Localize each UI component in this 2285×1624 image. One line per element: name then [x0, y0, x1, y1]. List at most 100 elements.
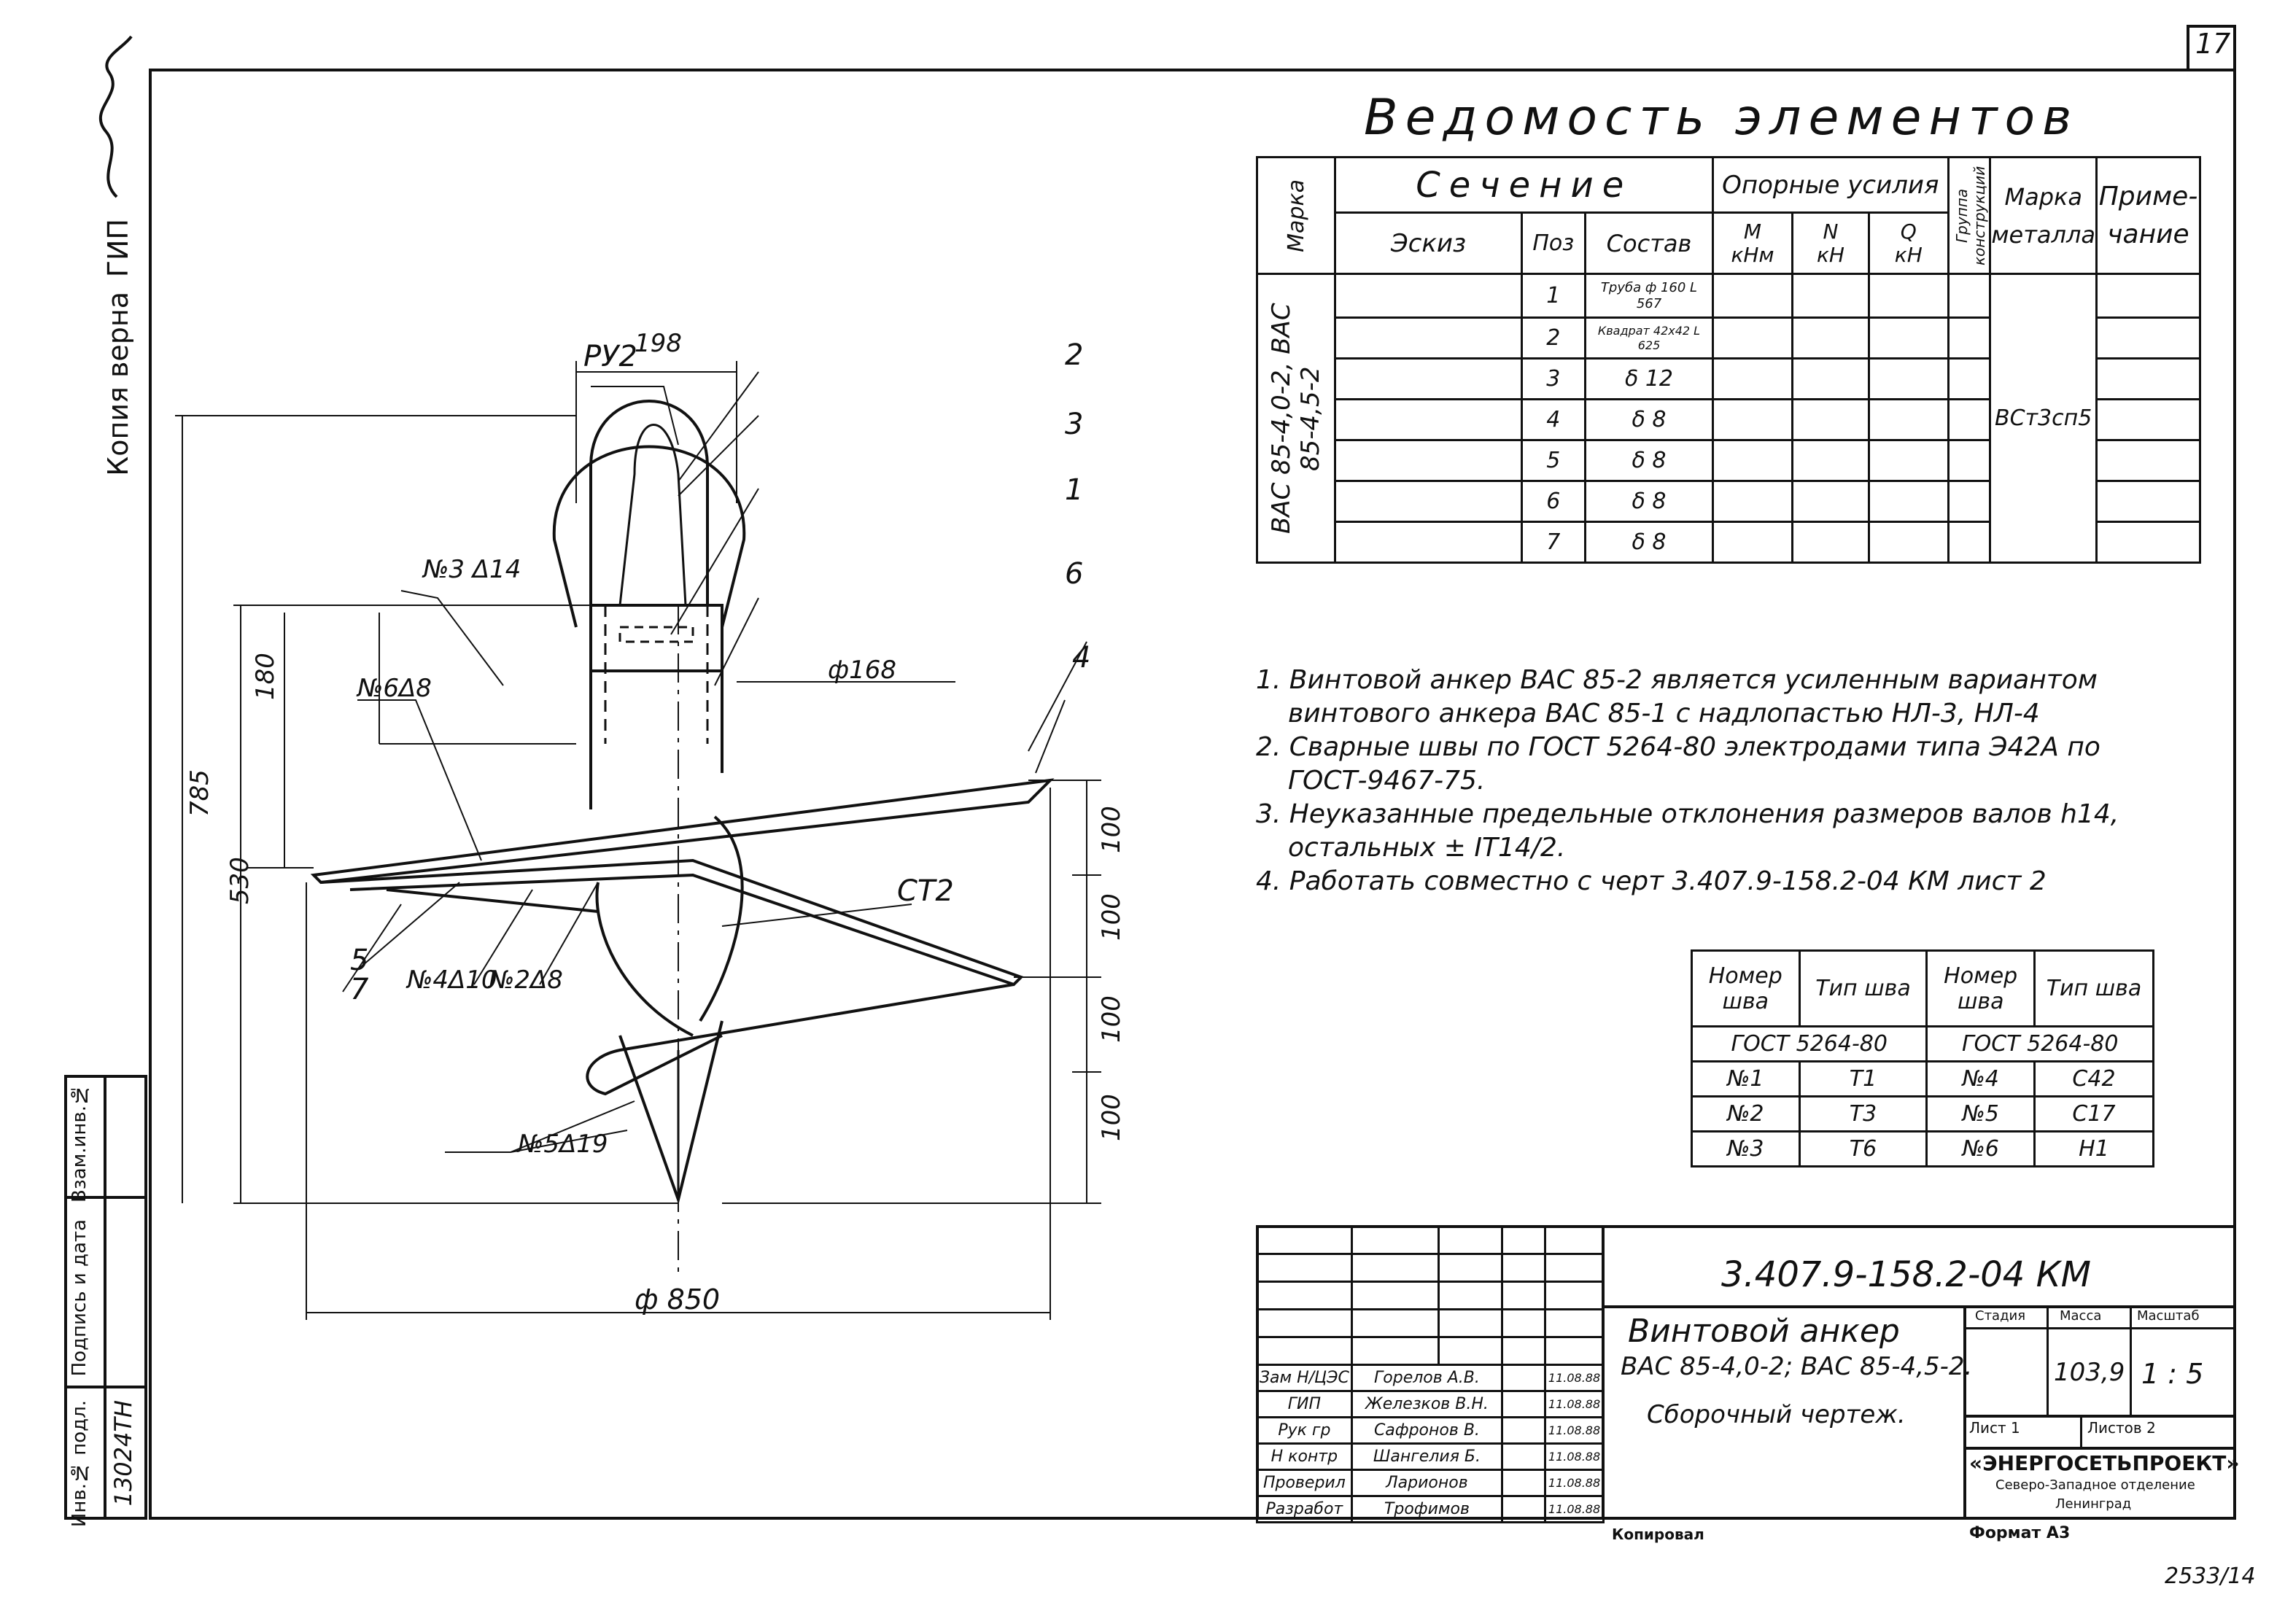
title-name-1: Винтовой анкер: [1628, 1313, 1900, 1350]
row-pos: 4: [1520, 398, 1587, 441]
sheets-label: Листов 2: [2087, 1419, 2156, 1437]
mass-header: Масса: [2060, 1308, 2102, 1324]
dim-d168: ф168: [828, 656, 896, 685]
dim-530: 530: [225, 857, 255, 904]
row-composition: δ 8: [1584, 521, 1714, 564]
col-m-unit: кНм: [1731, 242, 1774, 267]
label-st2: СТ2: [897, 874, 954, 908]
col-sketch: Эскиз: [1334, 211, 1523, 275]
col-q-unit: кН: [1894, 242, 1923, 267]
svg-text:100: 100: [1097, 806, 1126, 853]
svg-text:4: 4: [1072, 641, 1090, 675]
scale-header: Масштаб: [2137, 1308, 2200, 1324]
weld-2-label: №2Δ8: [487, 966, 563, 995]
marka-value: ВАС 85-4,0-2, ВАС 85-4,5-2: [1267, 303, 1326, 534]
col-q: Q: [1900, 219, 1917, 244]
elements-table-title: Ведомость элементов: [1364, 89, 2079, 147]
note-line: остальных ± IT14/2.: [1288, 833, 1566, 863]
designation: 3.407.9-158.2-04 КМ: [1721, 1254, 2092, 1295]
col-n: N: [1823, 219, 1839, 244]
row-pos: 1: [1520, 273, 1587, 319]
row-composition: δ 8: [1584, 439, 1714, 482]
sheet-number: 17: [2195, 28, 2231, 60]
weld-col-type: Тип шва: [1798, 949, 1928, 1027]
stage-header: Стадия: [1975, 1308, 2026, 1324]
group-forces: Опорные усилия: [1711, 156, 1950, 214]
note-line: 3. Неуказанные предельные отклонения раз…: [1256, 799, 2119, 829]
dim-d850: ф 850: [635, 1283, 720, 1316]
col-marka: Марка: [1283, 179, 1309, 252]
row-composition: δ 8: [1584, 480, 1714, 523]
row-pos: 6: [1520, 480, 1587, 523]
group-section: Сечение: [1334, 156, 1714, 214]
note-line: 1. Винтовой анкер ВАС 85-2 является усил…: [1256, 665, 2098, 695]
copy-label: Копия верна: [102, 292, 134, 476]
gip-label: ГИП: [102, 219, 134, 278]
note-line: винтового анкера ВАС 85-1 с надлопастью …: [1288, 699, 2040, 729]
title-name-3: Сборочный чертеж.: [1647, 1400, 1906, 1429]
notes: 1. Винтовой анкер ВАС 85-2 является усил…: [1256, 664, 2204, 898]
col-group: Группа конструкций: [1953, 166, 1989, 265]
col-composition: Состав: [1584, 211, 1714, 275]
sheet-number-box: [2187, 25, 2236, 71]
weld-6-label: №6Δ8: [356, 674, 432, 703]
weld-4-label: №4Δ10: [406, 966, 497, 995]
weld-5-label: №5Δ19: [516, 1130, 608, 1159]
copied-label: Копировал: [1612, 1526, 1704, 1543]
steel-value: ВСт3сп5: [1989, 273, 2098, 564]
col-note: Приме-чание: [2095, 156, 2201, 275]
weld-table: Номер шва Тип шва Номер шва Тип шва ГОСТ…: [1690, 949, 2155, 1168]
note-line: 2. Сварные швы по ГОСТ 5264-80 электрода…: [1256, 732, 2100, 762]
sheet-label: Лист 1: [1969, 1419, 2020, 1437]
weld-standard: ГОСТ 5264-80: [1925, 1025, 2154, 1062]
mass-value: 103,9: [2054, 1358, 2125, 1387]
elements-table: Марка Сечение Опорные усилия Группа конс…: [1255, 156, 2201, 564]
svg-text:1: 1: [1065, 473, 1083, 507]
svg-text:3: 3: [1065, 408, 1083, 441]
dim-198: 198: [635, 329, 682, 358]
row-composition: Труба ф 160 L 567: [1584, 273, 1714, 319]
row-composition: δ 12: [1584, 357, 1714, 400]
svg-text:5: 5: [350, 944, 368, 977]
row-pos: 7: [1520, 521, 1587, 564]
svg-text:100: 100: [1097, 995, 1126, 1043]
row-composition: Квадрат 42x42 L 625: [1584, 316, 1714, 360]
stamp-header-2: Подпись и дата: [69, 1219, 90, 1377]
svg-text:100: 100: [1097, 893, 1126, 941]
signature: [99, 35, 133, 198]
row-pos: 3: [1520, 357, 1587, 400]
inventory-number: 13024TH: [109, 1400, 137, 1507]
svg-text:7: 7: [350, 973, 369, 1006]
stamp-header-1: Взам.инв.№: [69, 1084, 90, 1203]
anchor-drawing: 198 РУ2 2 3 1 6 4 5 7 №3 Δ14 №6Δ8 №4Δ10 …: [175, 329, 1126, 1320]
branch: Северо-Западное отделение: [1995, 1477, 2195, 1493]
stamp-header-3: Инв.№ подл.: [69, 1400, 90, 1528]
dim-180: 180: [251, 653, 280, 700]
title-name-2: ВАС 85-4,0-2; ВАС 85-4,5-2.: [1621, 1352, 1973, 1381]
svg-text:2: 2: [1065, 338, 1083, 372]
weld-col-num: Номер шва: [1925, 949, 2036, 1027]
col-steel: Марка металла: [1989, 156, 2098, 275]
row-composition: δ 8: [1584, 398, 1714, 441]
dim-785: 785: [185, 769, 214, 817]
company: «ЭНЕРГОСЕТЬПРОЕКТ»: [1969, 1451, 2240, 1475]
label-ru2: РУ2: [583, 340, 637, 373]
svg-text:6: 6: [1065, 557, 1083, 591]
scale-value: 1 : 5: [2141, 1358, 2204, 1390]
col-n-unit: кН: [1817, 242, 1844, 267]
weld-col-num: Номер шва: [1691, 949, 1801, 1027]
format-label: Формат А3: [1969, 1524, 2071, 1542]
weld-col-type: Тип шва: [2033, 949, 2155, 1027]
row-pos: 2: [1520, 316, 1587, 360]
row-pos: 5: [1520, 439, 1587, 482]
col-m: M: [1743, 219, 1762, 244]
note-line: ГОСТ-9467-75.: [1288, 766, 1486, 796]
note-line: 4. Работать совместно с черт 3.407.9-158…: [1256, 866, 2047, 896]
archive-number: 2533/14: [2165, 1563, 2256, 1589]
svg-text:100: 100: [1097, 1094, 1126, 1141]
weld-3-label: №3 Δ14: [422, 555, 521, 584]
city: Ленинград: [2055, 1496, 2132, 1512]
drawing-frame: [149, 69, 2236, 1520]
weld-standard: ГОСТ 5264-80: [1690, 1025, 1928, 1062]
